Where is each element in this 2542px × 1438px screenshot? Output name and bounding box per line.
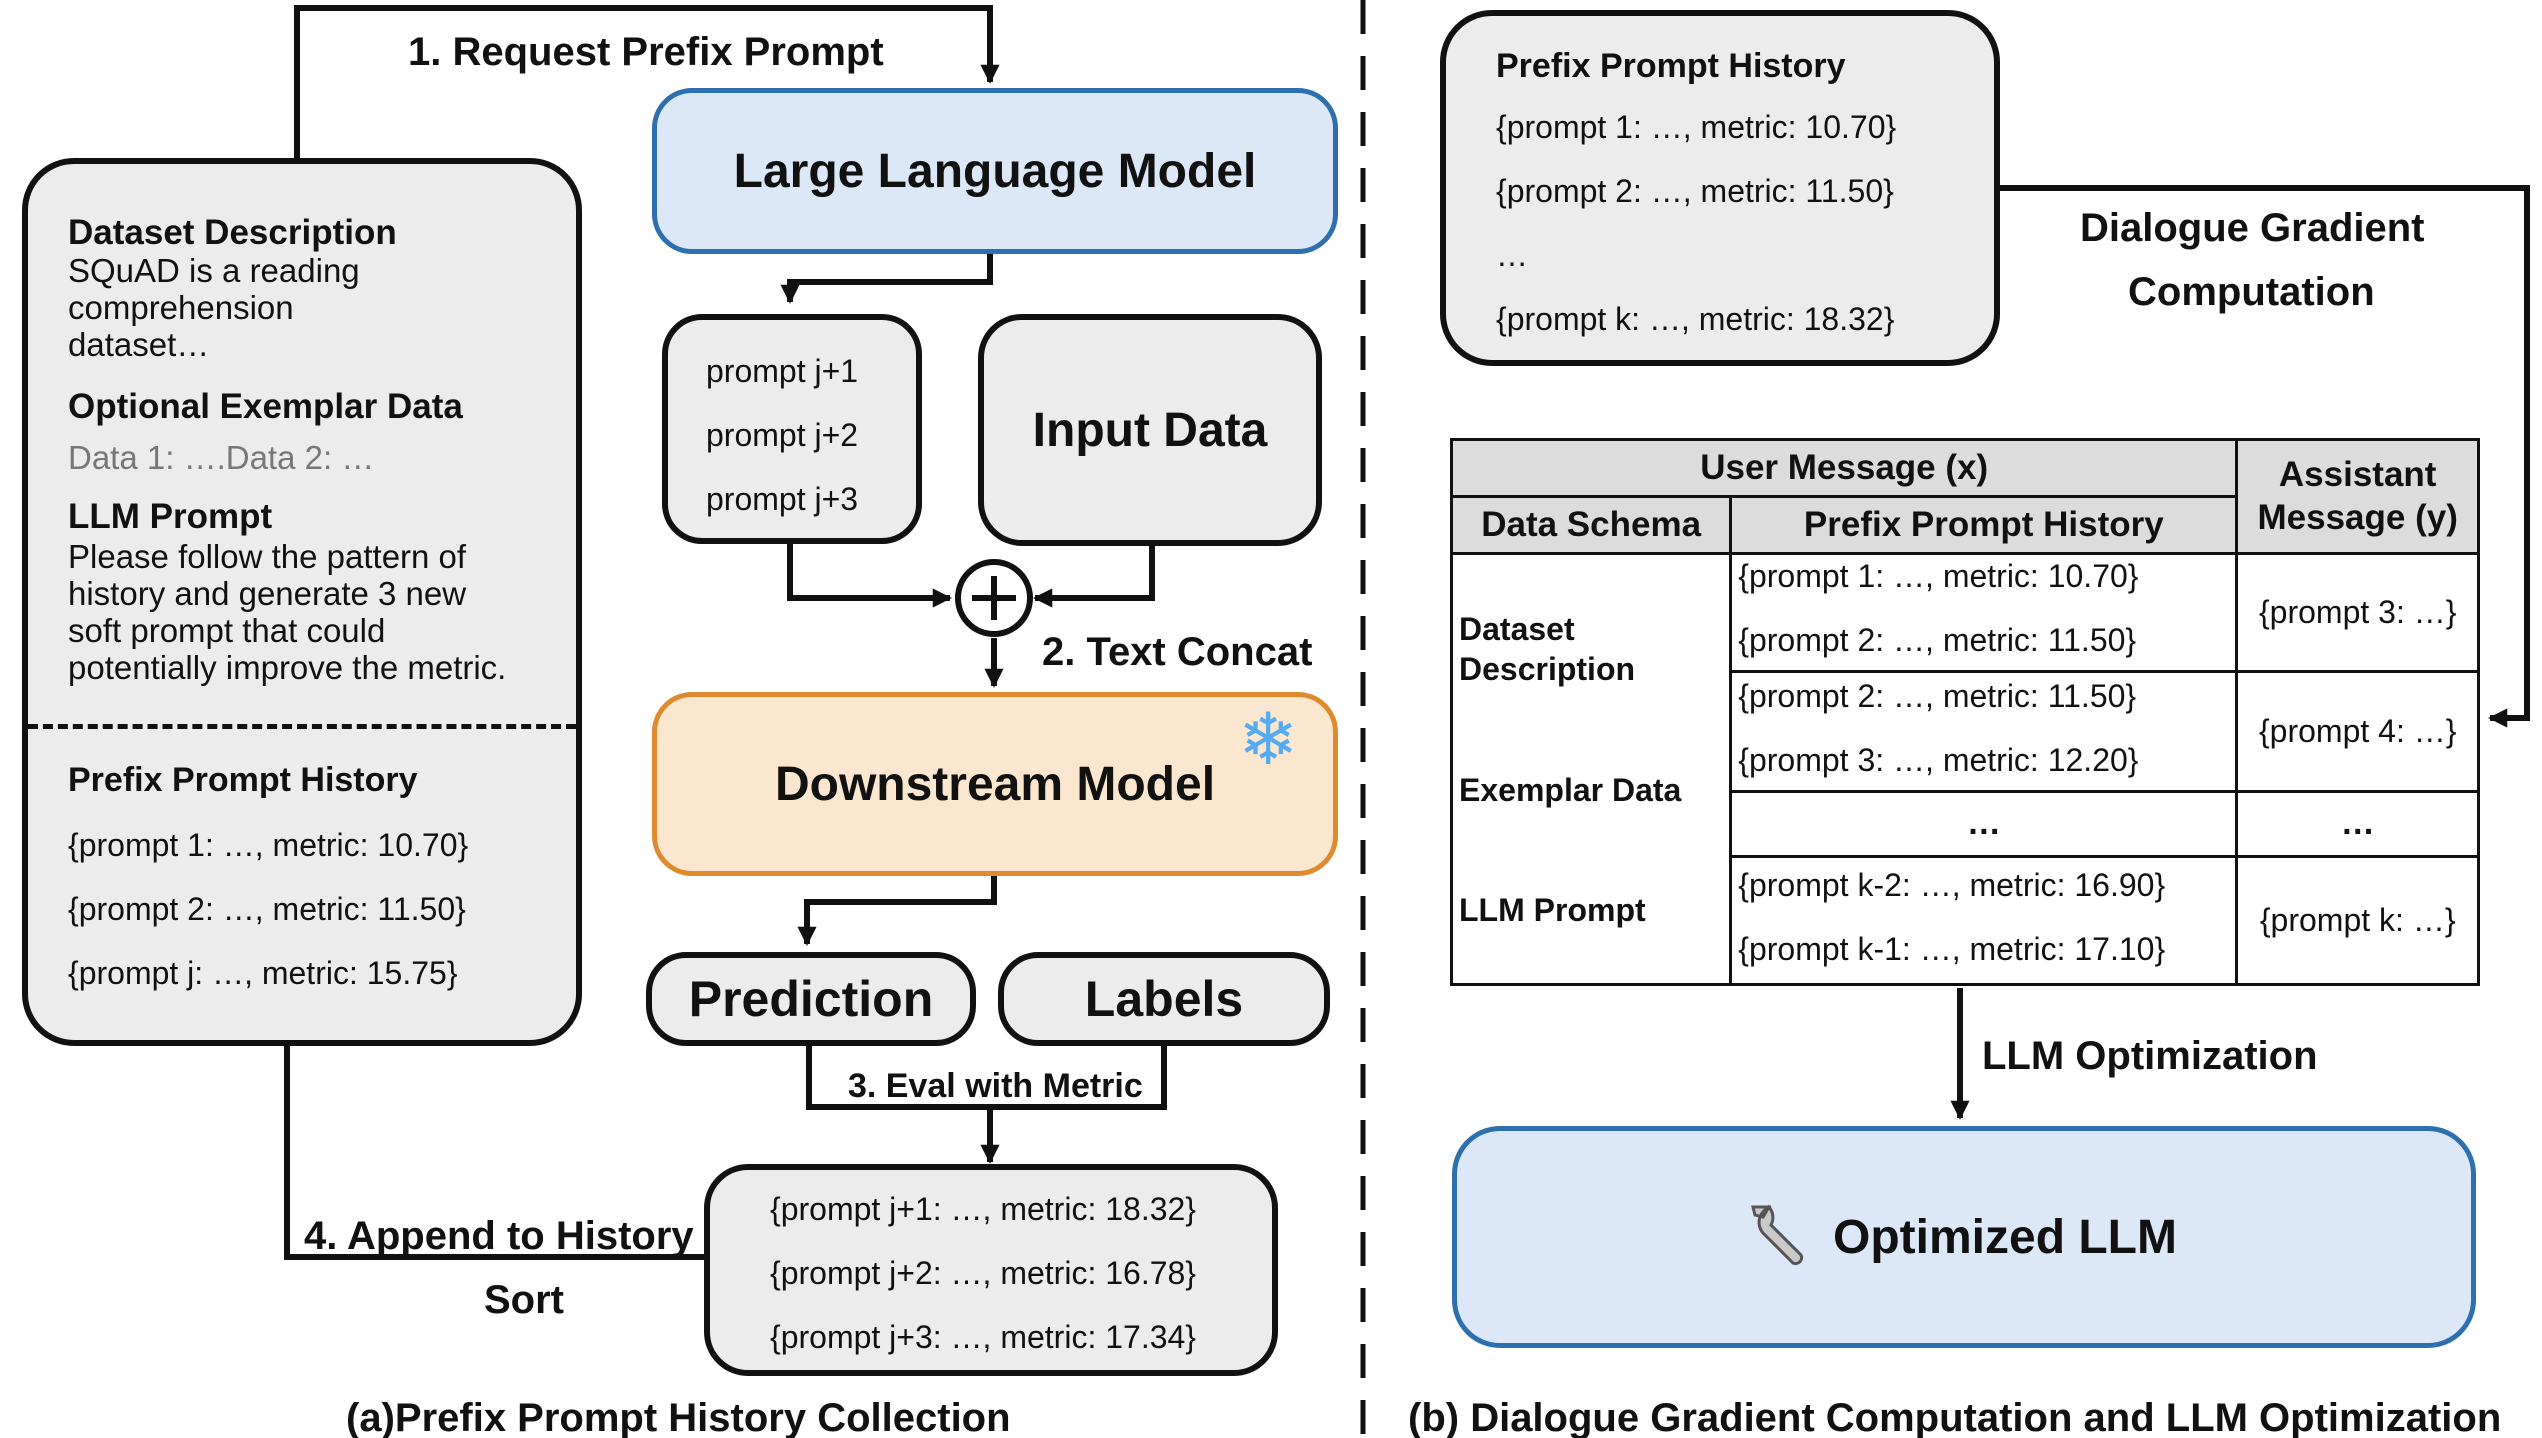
- labels-label: Labels: [1084, 971, 1244, 1027]
- right-caption: (b) Dialogue Gradient Computation and LL…: [1408, 1396, 2502, 1438]
- history-cell-ellipsis: …: [1729, 789, 2239, 858]
- input-data-box: Input Data: [978, 314, 1322, 546]
- candidate-prompts-box: prompt j+1 prompt j+2 prompt j+3: [662, 314, 922, 544]
- history-cell: {prompt k-2: …, metric: 16.90} {prompt k…: [1729, 854, 2239, 987]
- arrow-input-to-plus: [1033, 544, 1155, 608]
- schema-item: LLM Prompt: [1459, 891, 1646, 928]
- optimized-llm-box: Optimized LLM: [1452, 1126, 2476, 1348]
- candidate-prompt: prompt j+1: [706, 353, 859, 389]
- llm-prompt-title: LLM Prompt: [68, 497, 273, 536]
- exemplar-data-text: Data 1: ….Data 2: …: [68, 439, 375, 476]
- history-cell-item: {prompt k-2: …, metric: 16.90}: [1738, 866, 2166, 903]
- history-item: {prompt 2: …, metric: 11.50}: [68, 891, 466, 927]
- assistant-cell: {prompt 3: …}: [2235, 551, 2480, 673]
- step1-label: 1. Request Prefix Prompt: [408, 30, 884, 74]
- large-language-model-box: Large Language Model: [652, 88, 1338, 254]
- prediction-box: Prediction: [646, 952, 976, 1046]
- arrow-append-history: [277, 998, 706, 1260]
- llm-optimization-label: LLM Optimization: [1982, 1034, 2318, 1078]
- history-item: {prompt 1: …, metric: 10.70}: [68, 827, 469, 863]
- right-history-item: {prompt k: …, metric: 18.32}: [1496, 301, 1895, 337]
- labels-box: Labels: [998, 952, 1330, 1046]
- results-box: {prompt j+1: …, metric: 18.32} {prompt j…: [704, 1164, 1278, 1376]
- dgc-label-line1: Dialogue Gradient: [2080, 206, 2425, 250]
- right-history-item: …: [1496, 237, 1528, 273]
- history-cell-item: {prompt 3: …, metric: 12.20}: [1738, 741, 2139, 778]
- data-schema-header: Data Schema: [1449, 494, 1733, 555]
- meta-prompt-box: Dataset Description SQuAD is a reading c…: [22, 158, 582, 1046]
- exemplar-data-title: Optional Exemplar Data: [68, 387, 463, 426]
- dgc-label-line2: Computation: [2128, 270, 2375, 314]
- history-cell-item: {prompt 1: …, metric: 10.70}: [1738, 557, 2139, 594]
- dialogue-table-grid: User Message (x) Assistant Message (y) D…: [1449, 438, 2480, 987]
- prediction-label: Prediction: [688, 971, 934, 1027]
- history-cell-item: {prompt 2: …, metric: 11.50}: [1738, 621, 2137, 658]
- history-cell: {prompt 2: …, metric: 11.50} {prompt 3: …: [1729, 669, 2239, 793]
- result-item: {prompt j+2: …, metric: 16.78}: [770, 1255, 1196, 1291]
- history-cell-item: {prompt 2: …, metric: 11.50}: [1738, 677, 2137, 714]
- step2-label: 2. Text Concat: [1042, 630, 1313, 674]
- result-item: {prompt j+1: …, metric: 18.32}: [770, 1191, 1196, 1227]
- history-title: Prefix Prompt History: [68, 761, 418, 799]
- result-item: {prompt j+3: …, metric: 17.34}: [770, 1319, 1196, 1355]
- history-item: {prompt j: …, metric: 15.75}: [68, 955, 458, 991]
- snowflake-icon: ❄: [1238, 700, 1299, 780]
- arrow-dgc: [1998, 185, 2530, 728]
- arrow-candidates-to-plus: [787, 542, 952, 608]
- meta-prompt-separator: [28, 724, 576, 729]
- assistant-cell: {prompt 4: …}: [2235, 669, 2480, 793]
- assistant-cell: {prompt k: …}: [2235, 854, 2480, 987]
- right-history-title: Prefix Prompt History: [1496, 47, 1846, 85]
- assistant-cell-ellipsis: …: [2235, 789, 2480, 858]
- schema-item: Dataset Description: [1459, 610, 1636, 687]
- downstream-model-box: Downstream Model: [652, 692, 1338, 876]
- left-caption: (a)Prefix Prompt History Collection: [346, 1396, 1011, 1438]
- llm-prompt-text: Please follow the pattern of history and…: [68, 538, 507, 686]
- schema-item: Exemplar Data: [1459, 771, 1682, 808]
- step4-label: 4. Append to History: [304, 1214, 694, 1258]
- downstream-model-label: Downstream Model: [774, 757, 1216, 811]
- arrow-request-prefix: [294, 5, 1000, 160]
- dataset-description-text: SQuAD is a reading comprehension dataset…: [68, 252, 360, 363]
- arrow-llm-to-candidates: [780, 250, 993, 304]
- right-history-box: Prefix Prompt History {prompt 1: …, metr…: [1440, 10, 2000, 366]
- input-data-label: Input Data: [1032, 403, 1268, 457]
- assistant-message-header: Assistant Message (y): [2235, 438, 2480, 555]
- text-concat-plus-icon: [955, 559, 1033, 637]
- right-history-item: {prompt 1: …, metric: 10.70}: [1496, 109, 1897, 145]
- prefix-history-header: Prefix Prompt History: [1729, 494, 2239, 555]
- history-cell: {prompt 1: …, metric: 10.70} {prompt 2: …: [1729, 551, 2239, 673]
- right-history-item: {prompt 2: …, metric: 11.50}: [1496, 173, 1894, 209]
- sort-label: Sort: [484, 1278, 564, 1322]
- candidate-prompt: prompt j+3: [706, 481, 859, 517]
- dataset-description-title: Dataset Description: [68, 213, 397, 252]
- arrow-eval: [806, 1045, 1167, 1110]
- step3-label: 3. Eval with Metric: [848, 1067, 1143, 1105]
- wrench-icon: [1751, 1199, 1827, 1275]
- arrow-downstream-to-prediction: [797, 875, 997, 946]
- candidate-prompt: prompt j+2: [706, 417, 859, 453]
- user-message-header: User Message (x): [1449, 438, 2239, 498]
- dialogue-table: User Message (x) Assistant Message (y) D…: [1449, 438, 2480, 987]
- history-cell-item: {prompt k-1: …, metric: 17.10}: [1738, 930, 2166, 967]
- llm-label: Large Language Model: [733, 144, 1257, 198]
- optimized-llm-label: Optimized LLM: [1833, 1210, 2177, 1264]
- schema-cell: Dataset Description Exemplar Data LLM Pr…: [1449, 551, 1733, 987]
